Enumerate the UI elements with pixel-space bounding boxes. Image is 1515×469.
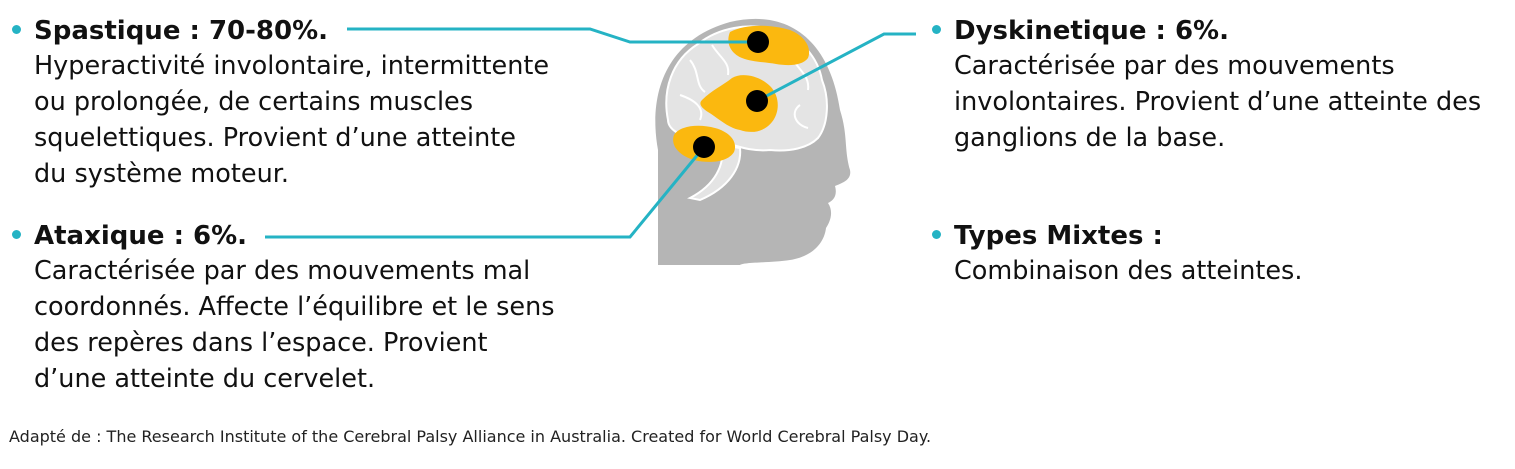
description-line: squelettiques. Provient d’une atteinte: [34, 123, 516, 153]
connector-ataxique: [265, 146, 706, 239]
description-line: d’une atteinte du cervelet.: [34, 364, 376, 394]
brain-folds: [679, 44, 810, 129]
section-ataxique: Ataxique : 6%. Caractérisée par des mouv…: [12, 219, 592, 397]
description-line: du système moteur.: [34, 159, 289, 189]
bullet-dot: [932, 25, 941, 34]
description-line: Caractérisée par des mouvements: [954, 51, 1395, 81]
source-attribution: Adapté de : The Research Institute of th…: [9, 427, 932, 446]
bullet-dot: [12, 25, 21, 34]
description-line: coordonnés. Affecte l’équilibre et le se…: [34, 292, 555, 322]
section-title: Ataxique : 6%.: [34, 221, 248, 251]
motor-cortex-highlight: [728, 25, 810, 66]
section-title: Types Mixtes :: [954, 221, 1163, 251]
description-line: Hyperactivité involontaire, intermittent…: [34, 51, 550, 81]
connector-dyskinetique: [756, 32, 916, 103]
bullet-dot: [932, 230, 941, 239]
section-description: Caractérisée par des mouvements mal coor…: [34, 253, 592, 397]
basal-ganglia-highlight: [700, 75, 778, 132]
section-types-mixtes: Types Mixtes : Combinaison des atteintes…: [932, 219, 1507, 289]
brainstem: [687, 143, 742, 202]
marker-spastique: [747, 31, 769, 53]
section-description: Caractérisée par des mouvements involont…: [954, 48, 1507, 156]
connector-spastique: [347, 27, 758, 44]
section-title: Dyskinetique : 6%.: [954, 16, 1229, 46]
section-title: Spastique : 70-80%.: [34, 16, 329, 46]
description-line: des repères dans l’espace. Provient: [34, 328, 488, 358]
description-line: ganglions de la base.: [954, 123, 1226, 153]
description-line: Caractérisée par des mouvements mal: [34, 256, 531, 286]
section-description: Combinaison des atteintes.: [954, 253, 1507, 289]
section-spastique: Spastique : 70-80%. Hyperactivité involo…: [12, 14, 592, 192]
marker-dyskinetique: [746, 90, 768, 112]
section-dyskinetique: Dyskinetique : 6%. Caractérisée par des …: [932, 14, 1507, 156]
bullet-dot: [12, 230, 21, 239]
description-line: ou prolongée, de certains muscles: [34, 87, 474, 117]
description-line: Combinaison des atteintes.: [954, 256, 1303, 286]
section-description: Hyperactivité involontaire, intermittent…: [34, 48, 592, 192]
marker-ataxique: [693, 136, 715, 158]
description-line: involontaires. Provient d’une atteinte d…: [954, 87, 1482, 117]
